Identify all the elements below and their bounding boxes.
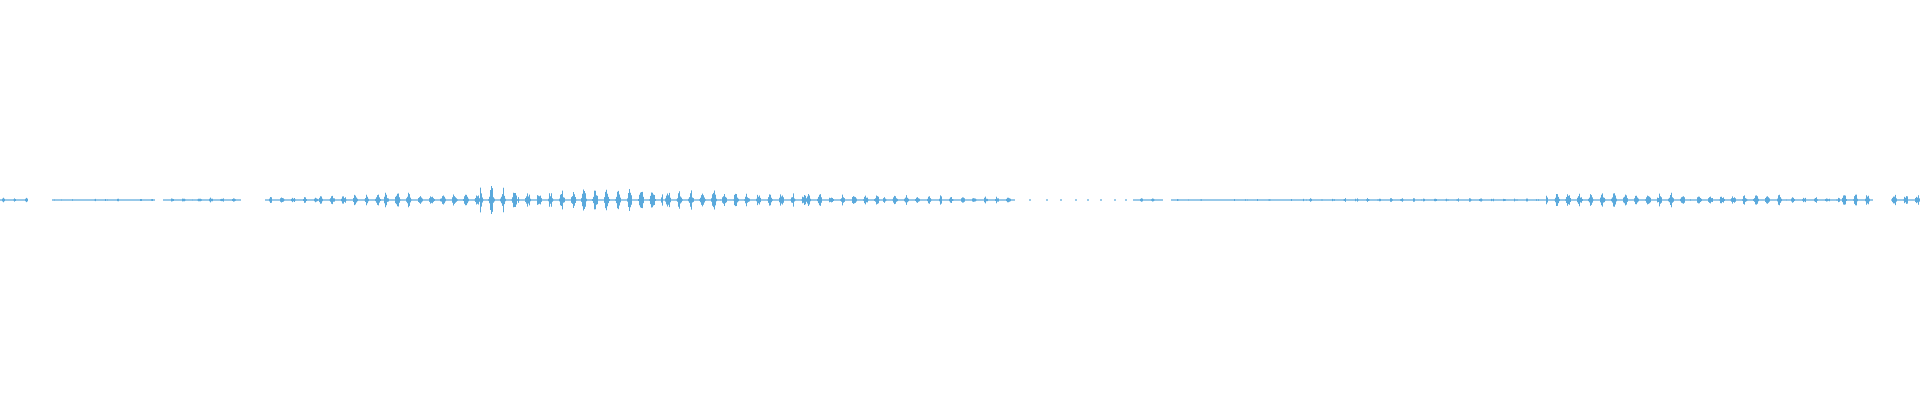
waveform-bars <box>0 186 1920 214</box>
